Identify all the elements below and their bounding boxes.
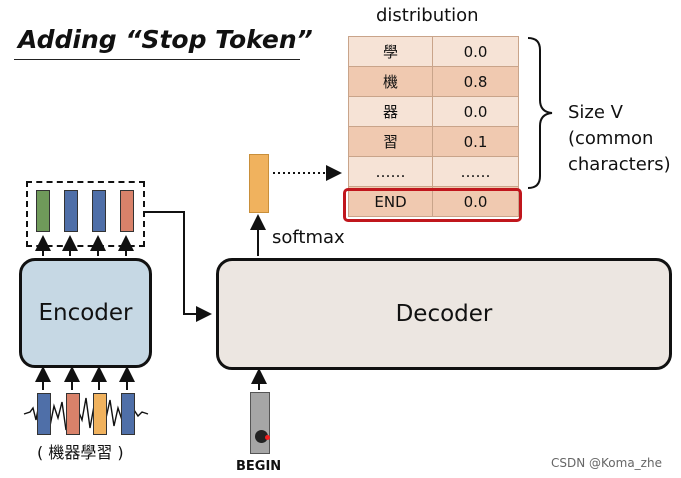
size-v-brace — [527, 37, 553, 189]
input-vector — [66, 393, 80, 435]
audio-input-label: ( 機器學習 ) — [37, 443, 124, 462]
prob-cell: 0.8 — [432, 66, 519, 97]
encoder-output-vector — [36, 190, 50, 232]
size-v-line: characters) — [568, 154, 671, 175]
softmax-label: softmax — [272, 227, 345, 248]
token-cell: 機 — [348, 66, 433, 97]
token-cell: 習 — [348, 126, 433, 157]
softmax-output-vector — [249, 154, 269, 213]
encoder-label: Encoder — [38, 300, 133, 326]
size-v-line: (common — [568, 128, 654, 149]
token-cell: END — [348, 186, 433, 217]
encoder-block: Encoder — [19, 258, 152, 368]
prob-cell: …… — [432, 156, 519, 187]
begin-dot — [255, 430, 268, 443]
decoder-block: Decoder — [216, 258, 672, 370]
encoder-output-box — [26, 181, 145, 247]
encoder-output-vector — [120, 190, 134, 232]
begin-token-vector — [250, 392, 270, 454]
token-cell: …… — [348, 156, 433, 187]
begin-red-dot — [265, 435, 270, 440]
end-token-highlight — [343, 188, 522, 222]
encoder-to-decoder-arrow — [143, 211, 212, 322]
watermark: CSDN @Koma_zhe — [551, 456, 662, 470]
prob-cell: 0.0 — [432, 96, 519, 127]
decoder-label: Decoder — [395, 301, 493, 327]
prob-cell: 0.0 — [432, 186, 519, 217]
size-v-line: Size V — [568, 102, 623, 123]
input-vector — [93, 393, 107, 435]
prob-cell: 0.1 — [432, 126, 519, 157]
begin-label: BEGIN — [236, 459, 282, 474]
prob-cell: 0.0 — [432, 36, 519, 67]
token-cell: 學 — [348, 36, 433, 67]
encoder-output-vector — [64, 190, 78, 232]
size-v-label: Size V (common characters) — [568, 100, 671, 178]
encoder-output-vector — [92, 190, 106, 232]
input-vector — [37, 393, 51, 435]
slide-title: Adding “Stop Token” — [18, 25, 313, 54]
title-underline — [14, 59, 300, 60]
table-row: ………… — [348, 156, 519, 187]
distribution-label: distribution — [376, 5, 479, 26]
input-vector — [121, 393, 135, 435]
